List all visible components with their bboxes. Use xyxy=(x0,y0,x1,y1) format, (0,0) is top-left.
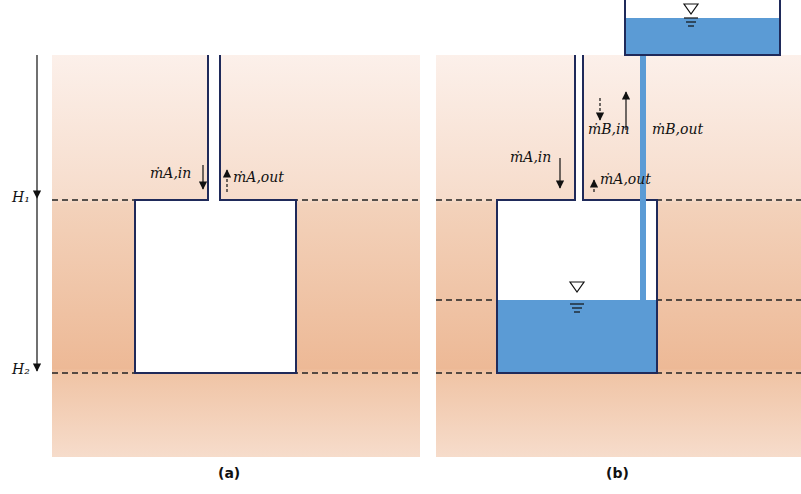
cavity xyxy=(497,200,657,373)
tank xyxy=(625,0,780,55)
quantity-label: ṁA,out xyxy=(233,170,284,185)
quantity-label: H₁ xyxy=(12,190,30,205)
quantity-label: ṁA,in xyxy=(510,150,551,165)
cavity xyxy=(135,200,296,373)
quantity-label: ṁA,out xyxy=(600,172,651,187)
soil xyxy=(52,55,420,457)
quantity-label: ṁB,out xyxy=(652,122,703,137)
water xyxy=(498,300,656,372)
quantity-label: ṁA,in xyxy=(150,166,191,181)
quantity-label: ṁB,in xyxy=(588,122,630,137)
panel-label: (a) xyxy=(218,466,240,481)
quantity-label: H₂ xyxy=(12,362,30,377)
water-level-symbol xyxy=(570,4,698,312)
panel-label: (b) xyxy=(606,466,629,481)
soil xyxy=(436,55,801,457)
